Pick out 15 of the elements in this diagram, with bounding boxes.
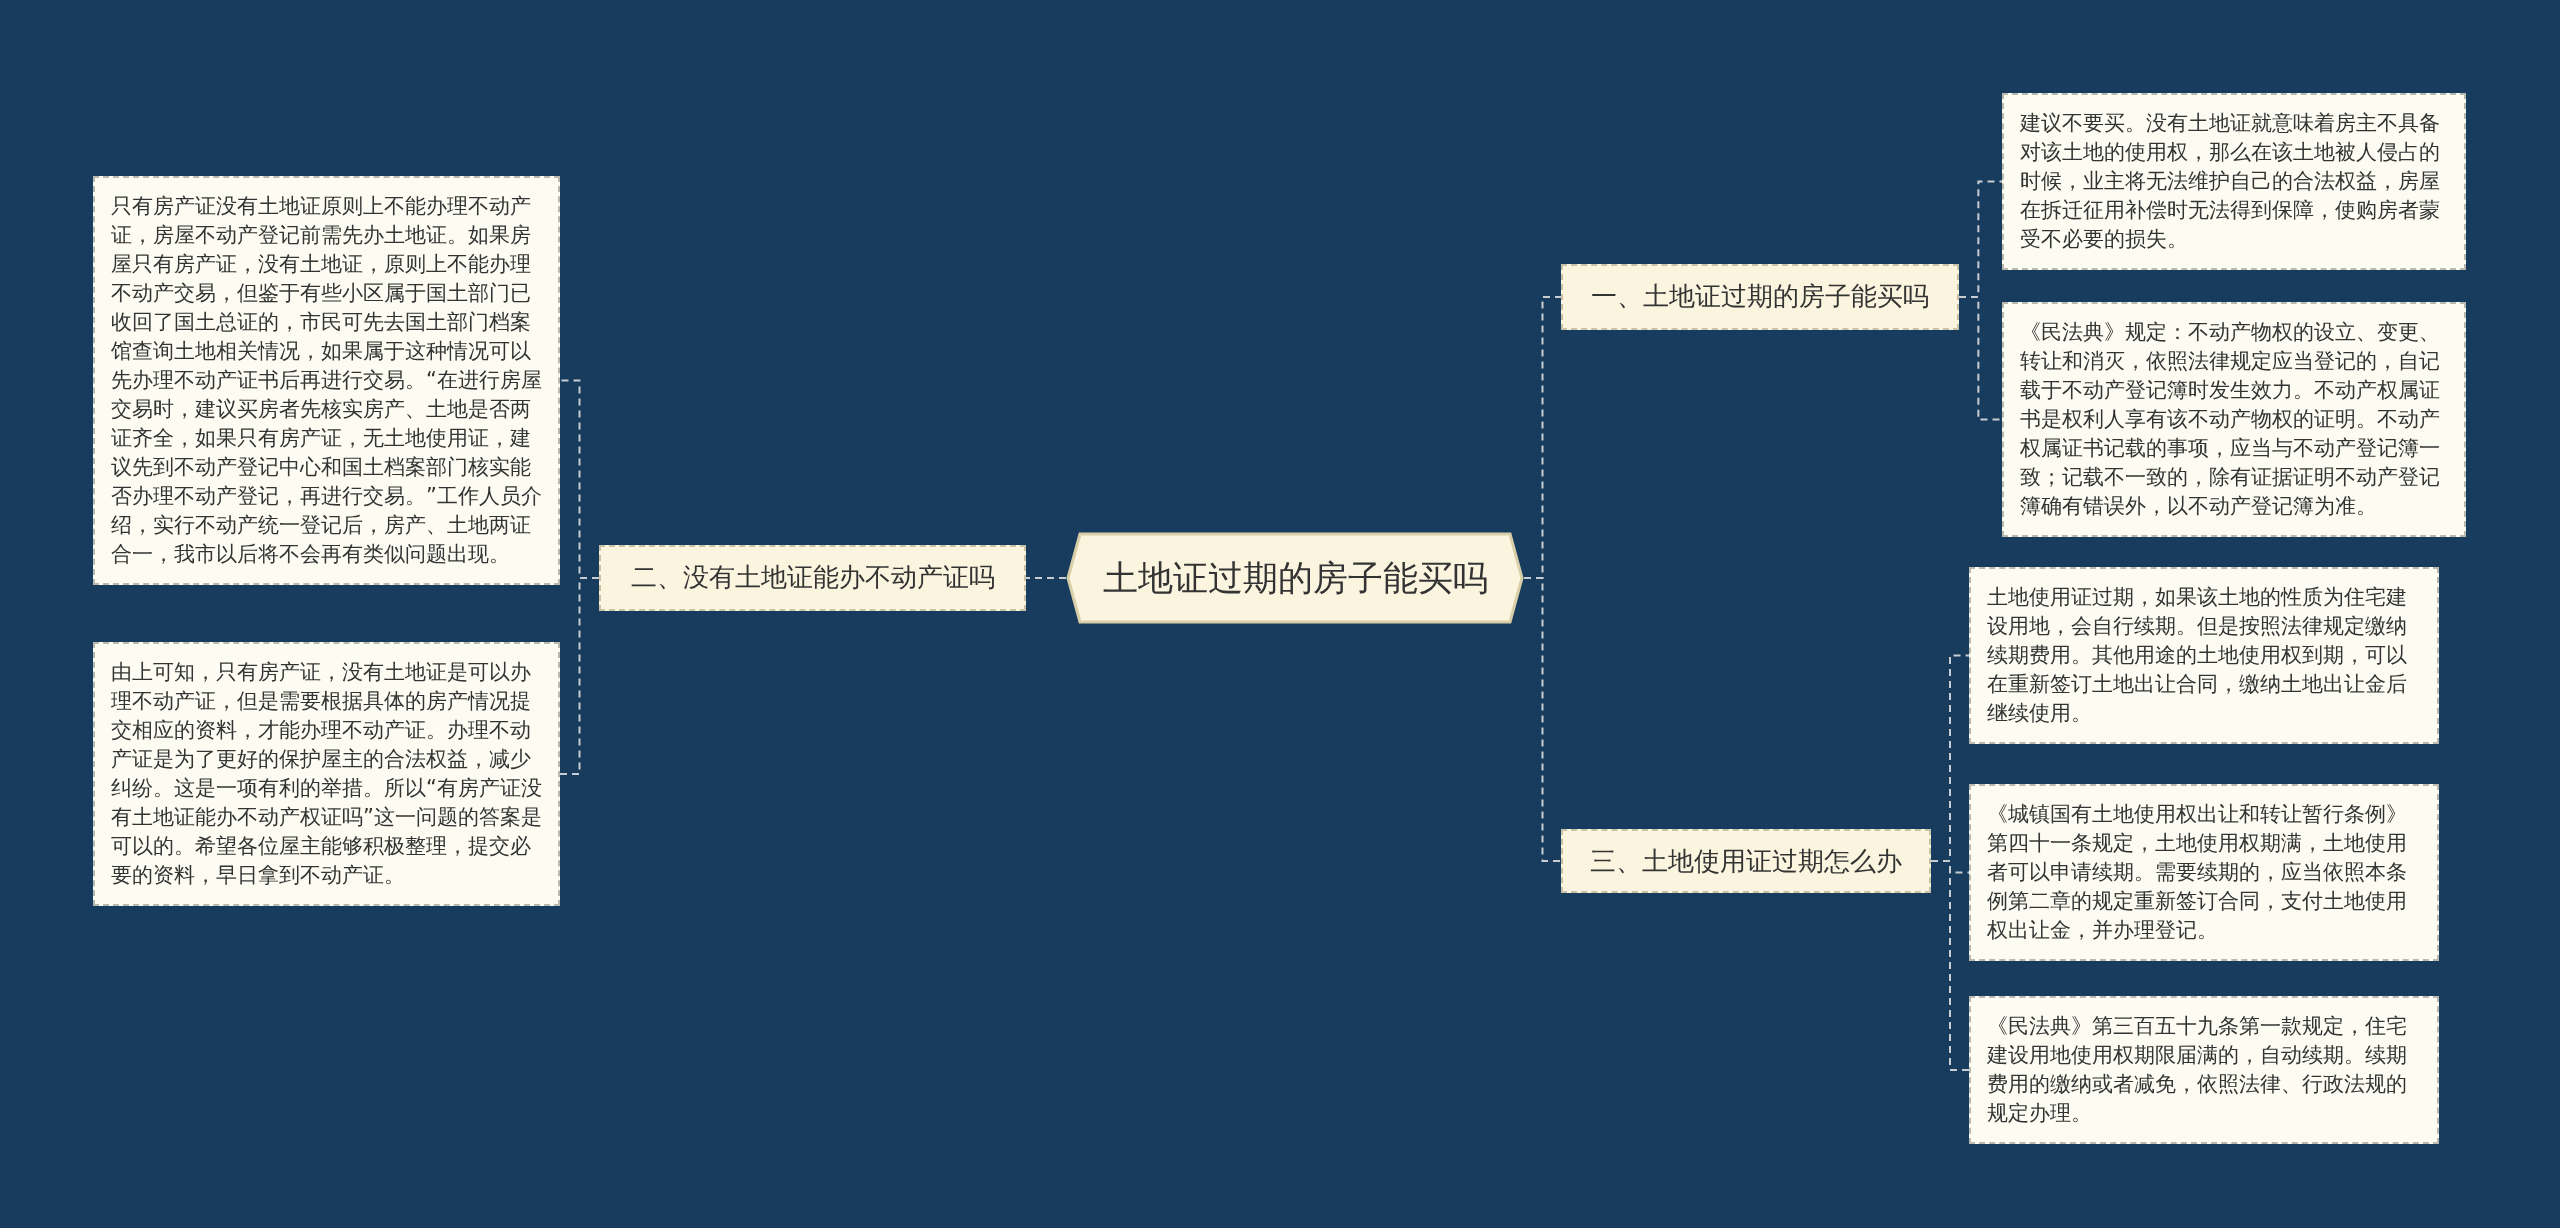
connector-line [1025, 577, 1067, 579]
text-box: 土地使用证过期，如果该土地的性质为住宅建设用地，会自行续期。但是按照法律规定缴纳续期费用。其他用途的土地使用权到期，可以在重新签订土地出让合同，缴纳土地出让金后继续使用。 [1969, 567, 2439, 744]
branch-topic-box: 三、土地使用证过期怎么办 [1561, 829, 1931, 893]
text-box: 《民法典》规定：不动产物权的设立、变更、转让和消灭，依照法律规定应当登记的，自记载于不动产登记簿时发生效力。不动产权属证书是权利人享有该不动产物权的证明。不动产权属证书记载的事项，应当与不动产登记簿一致；记载不一致的，除有证据证明不动产登记簿确有错误外，以不动产登记簿为准。 [2002, 302, 2466, 537]
text-box: 由上可知，只有房产证，没有土地证是可以办理不动产证，但是需要根据具体的房产情况提交相应的资料，才能办理不动产证。办理不动产证是为了更好的保护屋主的合法权益，减少纠纷。这是一项有利的举措。所以“有房产证没有土地证能办不动产权证吗”这一问题的答案是可以的。希望各位屋主能够积极整理，提交必要的资料，早日拿到不动产证。 [93, 642, 560, 906]
text-box: 建议不要买。没有土地证就意味着房主不具备对该土地的使用权，那么在该土地被人侵占的时候，业主将无法维护自己的合法权益，房屋在拆迁征用补偿时无法得到保障，使购房者蒙受不必要的损失。 [2002, 93, 2466, 270]
connector-line [1523, 577, 1562, 862]
branch-topic-box: 二、没有土地证能办不动产证吗 [599, 545, 1026, 611]
text-box: 只有房产证没有土地证原则上不能办理不动产证，房屋不动产登记前需先办土地证。如果房屋只有房产证，没有土地证，原则上不能办理不动产交易，但鉴于有些小区属于国土部门已收回了国土总证的，市民可先去国土部门档案馆查询土地相关情况，如果属于这种情况可以先办理不动产证书后再进行交易。“在进行房屋交易时，建议买房者先核实房产、土地是否两证齐全，如果只有房产证，无土地使用证，建议先到不动产登记中心和国土档案部门核实能否办理不动产登记，再进行交易。”工作人员介绍，实行不动产统一登记后，房产、土地两证合一，我市以后将不会再有类似问题出现。 [93, 176, 560, 585]
text-box: 《民法典》第三百五十九条第一款规定，住宅建设用地使用权期限届满的，自动续期。续期费用的缴纳或者减免，依照法律、行政法规的规定办理。 [1969, 996, 2439, 1144]
branch-topic-box: 一、土地证过期的房子能买吗 [1561, 264, 1959, 330]
connector-line [1958, 296, 2003, 421]
connector-line [559, 577, 600, 775]
connector-line [1930, 860, 1970, 1071]
text-box: 《城镇国有土地使用权出让和转让暂行条例》第四十一条规定，土地使用权期满，土地使用者可以申请续期。需要续期的，应当依照本条例第二章的规定重新签订合同，支付土地使用权出让金，并办理登记。 [1969, 784, 2439, 961]
